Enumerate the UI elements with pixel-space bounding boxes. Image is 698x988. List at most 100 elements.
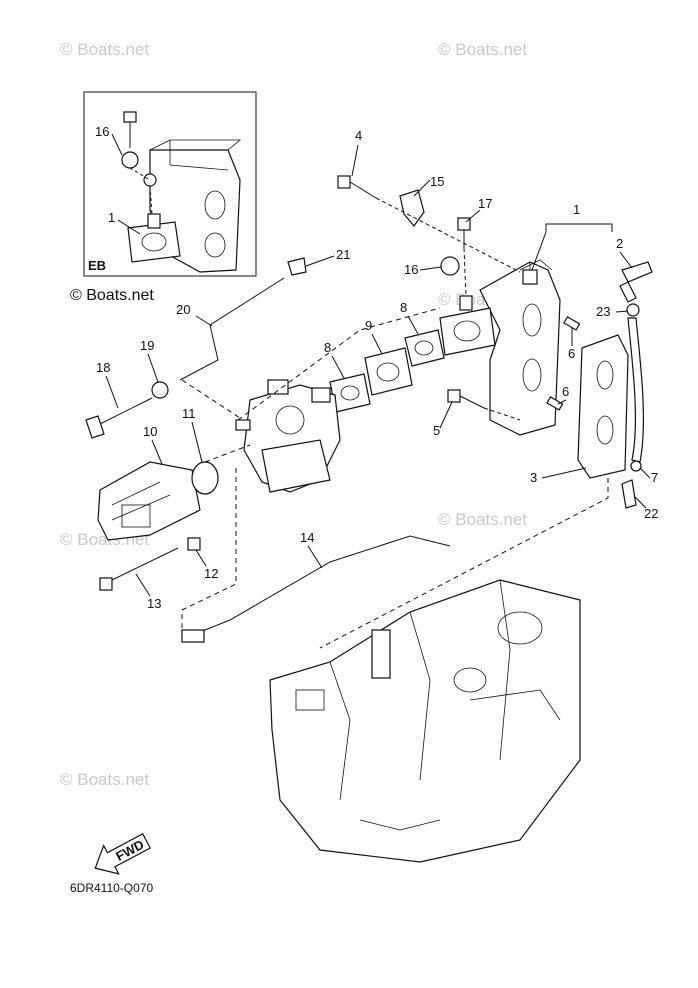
callout-8-upper: 8 <box>400 300 407 315</box>
callout-8-lower: 8 <box>324 340 331 355</box>
hose-clip-7 <box>630 460 642 472</box>
leader-19 <box>147 353 159 383</box>
inset-label: EB <box>88 258 106 273</box>
assembly-frames <box>181 307 609 649</box>
manifold-stud <box>459 295 473 311</box>
silencer-grille <box>121 504 151 528</box>
manifold-port-1 <box>522 303 542 337</box>
crankshaft <box>371 629 391 679</box>
fitting-and-hose <box>619 261 653 509</box>
silencer-fasteners <box>99 537 201 591</box>
spacer-9 <box>364 347 413 396</box>
leader-8-upper <box>407 315 419 335</box>
bolt-13-head <box>99 577 113 591</box>
gasket-hole-1 <box>596 360 614 390</box>
inset-frame <box>83 91 257 277</box>
callout-11: 11 <box>182 406 196 421</box>
clamp-16 <box>440 256 460 276</box>
knob-18-shaft <box>99 397 153 425</box>
manifold-nipple <box>522 269 538 285</box>
collar-12 <box>187 537 201 551</box>
manifold-flange <box>439 307 496 356</box>
gasket-hole-2 <box>596 415 614 445</box>
callout-16-inset: 16 <box>95 124 109 139</box>
hose-clip-23 <box>626 303 640 317</box>
bolt-13-shank <box>111 547 179 581</box>
gasket-body <box>577 334 629 479</box>
callouts: 4 15 17 16 1 2 23 6 6 5 3 7 22 21 20 8 <box>96 128 658 611</box>
diagram-code: 6DR4110-Q070 <box>70 881 153 895</box>
inset-washer <box>143 173 157 187</box>
inset-bracket <box>149 139 242 171</box>
gasket-3 <box>577 334 629 479</box>
leader-18 <box>105 375 119 409</box>
manifold-body <box>479 261 561 436</box>
fwd-arrow-shape <box>94 833 152 875</box>
leader-1-inset <box>117 219 141 235</box>
inset-assembly-line <box>129 167 151 181</box>
inset-watermark: © Boats.net <box>70 287 154 304</box>
callout-14: 14 <box>300 530 314 545</box>
callout-7: 7 <box>651 470 658 485</box>
assembly-line-17 <box>463 247 467 297</box>
callout-21: 21 <box>336 247 350 262</box>
assembly-line-5 <box>483 407 521 421</box>
leader-3 <box>541 467 587 479</box>
frame-line-3 <box>181 468 237 640</box>
leader-15 <box>413 179 431 197</box>
engine-block-outline <box>269 579 581 863</box>
callout-5: 5 <box>433 423 440 438</box>
carburetor-throat <box>275 405 305 435</box>
leader-4 <box>351 144 359 177</box>
intake-manifold <box>439 259 561 436</box>
engine-block <box>269 579 581 863</box>
callout-15: 15 <box>430 174 444 189</box>
leader-12 <box>195 549 207 567</box>
grommet-22 <box>621 479 637 509</box>
bolt-4-head <box>337 175 351 189</box>
leader-5 <box>439 401 453 429</box>
dowel-pin-lower <box>546 396 564 411</box>
watermark-top-left: © Boats.net <box>60 40 149 59</box>
callout-4: 4 <box>355 128 362 143</box>
engine-block-details <box>359 689 561 831</box>
intake-silencer <box>97 461 219 541</box>
inset-box: EB © Boats.net 16 1 <box>70 91 257 304</box>
fasteners <box>287 175 521 421</box>
gasket-8-upper-hole <box>414 340 434 356</box>
tee-fitting <box>621 261 653 283</box>
carburetor-choke <box>311 387 331 403</box>
inset-bolt-head <box>123 111 137 123</box>
leader-1 <box>531 231 547 271</box>
inset-port-lower <box>204 232 226 258</box>
leader-14 <box>307 545 323 569</box>
engine-block-ribs <box>329 579 511 801</box>
dowel-pin-upper <box>563 316 581 331</box>
inset-clamp <box>121 151 139 169</box>
leader-9 <box>371 333 383 355</box>
fwd-label: FWD <box>113 837 146 864</box>
bolt-4-shank <box>349 181 377 199</box>
callout-1-inset: 1 <box>108 210 115 225</box>
o-ring-11 <box>191 461 219 495</box>
carburetor-top-fitting <box>267 379 289 395</box>
carburetor-lever <box>235 419 251 431</box>
watermark-top-right: © Boats.net <box>438 40 527 59</box>
gasket-8-upper <box>404 329 445 367</box>
choke-knob <box>85 381 169 439</box>
callout-6-lower: 6 <box>562 384 569 399</box>
leader-1-bracket <box>545 223 613 232</box>
block-port <box>453 667 487 693</box>
inset-assembly-line-2 <box>149 185 153 215</box>
leader-21 <box>305 255 335 267</box>
frame-line-4 <box>319 478 609 649</box>
leader-6-lower <box>557 399 567 405</box>
leader-2 <box>619 251 633 269</box>
watermark-mid-right-2: © Boats.net <box>438 510 527 529</box>
callout-9: 9 <box>365 318 372 333</box>
block-boss <box>295 689 325 711</box>
link-rod-20 <box>179 277 285 381</box>
knob-18-head <box>85 415 105 439</box>
leader-10 <box>151 439 163 465</box>
